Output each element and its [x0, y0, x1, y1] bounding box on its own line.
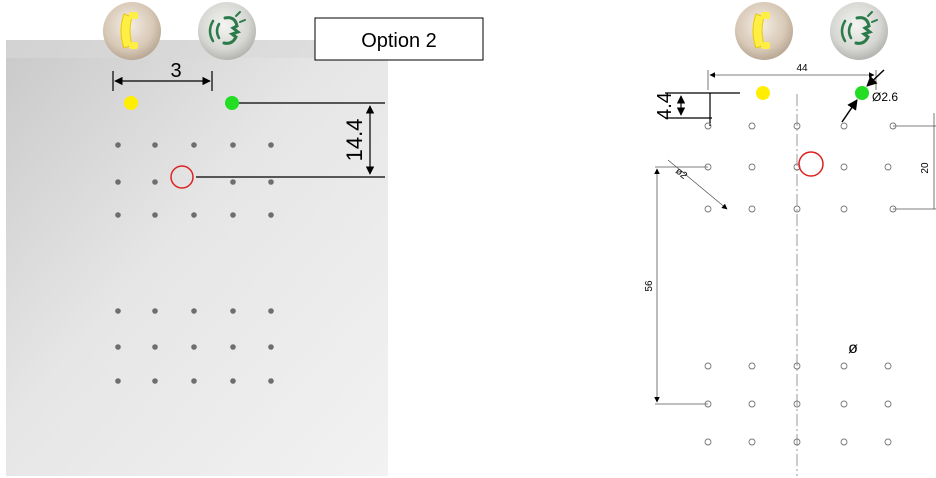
speaking-head-icon: [198, 2, 256, 60]
right-panel: 44 4.4 Ø2.6 ø2 20 56 ø: [644, 2, 936, 476]
phone-handset-icon: [735, 2, 793, 60]
voice-led-dot: [225, 96, 239, 110]
call-led-dot: [124, 96, 138, 110]
center-hole-marker: [798, 151, 824, 177]
row-spacing-dimension-label: 20: [920, 162, 931, 174]
call-led-dot: [756, 86, 770, 100]
option-label: Option 2: [361, 30, 437, 52]
phone-handset-icon: [103, 2, 161, 60]
width-dimension-label: 44: [796, 63, 808, 74]
center-hole-marker: [170, 165, 194, 189]
speaking-head-icon: [830, 2, 888, 60]
hole-diameter-label: ø2: [673, 166, 689, 182]
diameter-symbol-label: ø: [848, 340, 858, 357]
group-spacing-dimension-label: 56: [644, 280, 655, 292]
keypad-panel-photo: [6, 40, 388, 476]
left-hole-grid: [115, 142, 274, 384]
right-hole-grid: [704, 122, 897, 446]
left-panel: Option 2 3 14.4: [6, 2, 484, 476]
option-label-box: [314, 17, 484, 61]
led-diameter-label: Ø2.6: [872, 90, 898, 104]
vertical-dimension-label: 14.4: [342, 119, 367, 162]
led-offset-dimension-label: 4.4: [654, 92, 676, 120]
horizontal-dimension-label: 3: [170, 60, 181, 82]
voice-led-dot: [855, 86, 869, 100]
